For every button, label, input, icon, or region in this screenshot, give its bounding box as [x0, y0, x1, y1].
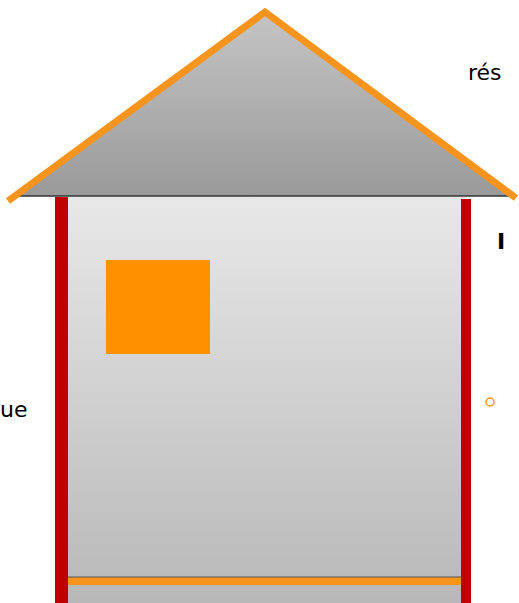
floor	[68, 577, 461, 585]
roof-fill	[14, 14, 512, 196]
text-label: rés	[468, 60, 502, 86]
wall-fill	[62, 197, 465, 603]
small-circle	[486, 398, 494, 406]
left-wall	[55, 197, 68, 603]
roof-outline	[8, 12, 516, 201]
window	[106, 260, 210, 354]
roof-base-line	[12, 195, 514, 197]
floor-line	[68, 577, 461, 578]
text-label: I	[497, 229, 505, 255]
text-label: ue	[0, 397, 27, 423]
right-wall	[461, 199, 471, 603]
